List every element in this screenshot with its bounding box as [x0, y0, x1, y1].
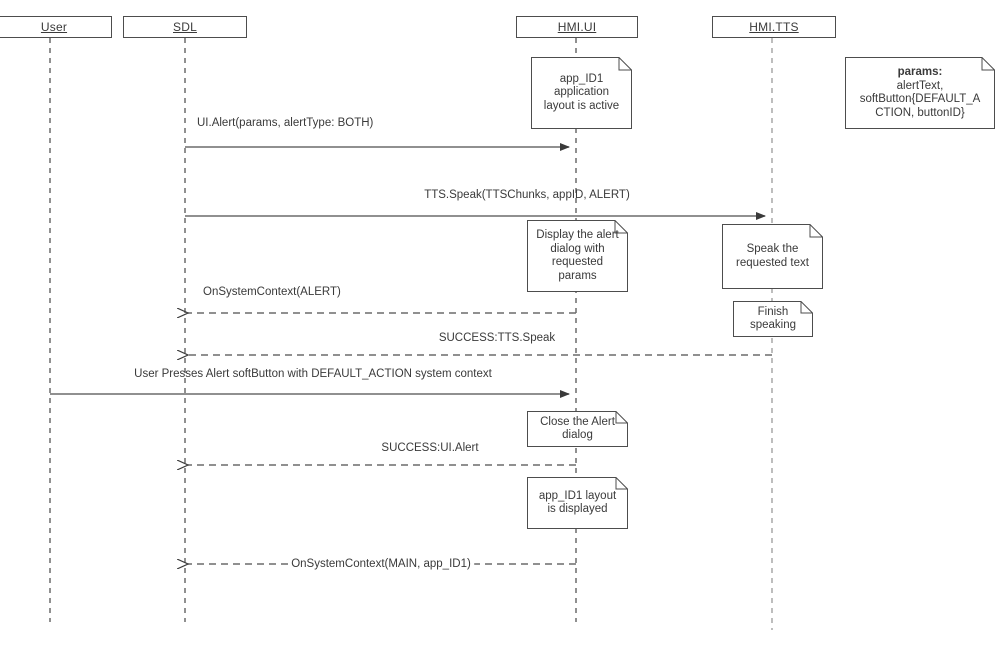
note-line: layout is active — [543, 99, 620, 112]
note-line: params — [558, 269, 597, 282]
note-line: softButton{DEFAULT_A — [859, 93, 981, 105]
message-label-tts-speak: TTS.Speak(TTSChunks, appID, ALERT) — [424, 189, 630, 201]
note-finish-speaking: Finish speaking — [733, 301, 813, 337]
note-line: speaking — [749, 319, 797, 331]
lifeline-label-hmitts: HMI.TTS — [749, 20, 799, 34]
note-line: requested — [551, 256, 604, 268]
lifeline-label-sdl: SDL — [173, 20, 197, 34]
note-app-layout-active: app_ID1 application layout is active — [531, 57, 632, 129]
lifeline-label-hmiui: HMI.UI — [557, 20, 597, 34]
note-line: requested text — [736, 256, 809, 269]
lifeline-header-hmitts[interactable]: HMI.TTS — [712, 16, 836, 38]
lifeline-header-user[interactable]: User — [0, 16, 112, 38]
message-label-user-presses-softbutton: User Presses Alert softButton with DEFAU… — [134, 368, 492, 380]
note-line: Close the Alert — [540, 415, 615, 428]
note-line: app_ID1 — [559, 72, 604, 85]
note-line: Finish — [757, 305, 789, 318]
message-label-ui-alert: UI.Alert(params, alertType: BOTH) — [197, 117, 374, 129]
note-shape-icon — [733, 301, 813, 337]
note-display-alert: Display the alert dialog with requested … — [527, 220, 628, 292]
note-line: Speak the — [746, 243, 799, 255]
note-close-alert: Close the Alert dialog — [527, 411, 628, 447]
lifeline-header-hmiui[interactable]: HMI.UI — [516, 16, 638, 38]
note-line: dialog with — [550, 242, 605, 255]
note-params: params: alertText, softButton{DEFAULT_A … — [845, 57, 995, 129]
note-line: application — [554, 86, 609, 99]
lifeline-label-user: User — [40, 20, 68, 34]
note-line: CTION, buttonID} — [875, 106, 965, 119]
lifeline-header-sdl[interactable]: SDL — [123, 16, 247, 38]
message-label-success-tts-speak: SUCCESS:TTS.Speak — [438, 332, 556, 344]
note-line: alertText, — [896, 79, 944, 92]
note-shape-icon — [531, 57, 632, 129]
note-shape-icon — [722, 224, 823, 289]
note-line: Display the alert — [536, 229, 619, 241]
note-title: params: — [897, 66, 943, 78]
note-line: app_ID1 layout — [538, 489, 617, 502]
note-shape-icon — [527, 477, 628, 529]
note-line: dialog — [562, 429, 593, 441]
message-label-onsystemcontext-main: OnSystemContext(MAIN, app_ID1) — [288, 557, 474, 571]
message-label-onsystemcontext-alert: OnSystemContext(ALERT) — [203, 286, 341, 298]
message-label-success-ui-alert: SUCCESS:UI.Alert — [381, 442, 479, 454]
note-speak-text: Speak the requested text — [722, 224, 823, 289]
note-shape-icon — [845, 57, 995, 129]
note-shape-icon — [527, 411, 628, 447]
note-layout-displayed: app_ID1 layout is displayed — [527, 477, 628, 529]
note-shape-icon — [527, 220, 628, 292]
note-line: is displayed — [547, 503, 608, 515]
